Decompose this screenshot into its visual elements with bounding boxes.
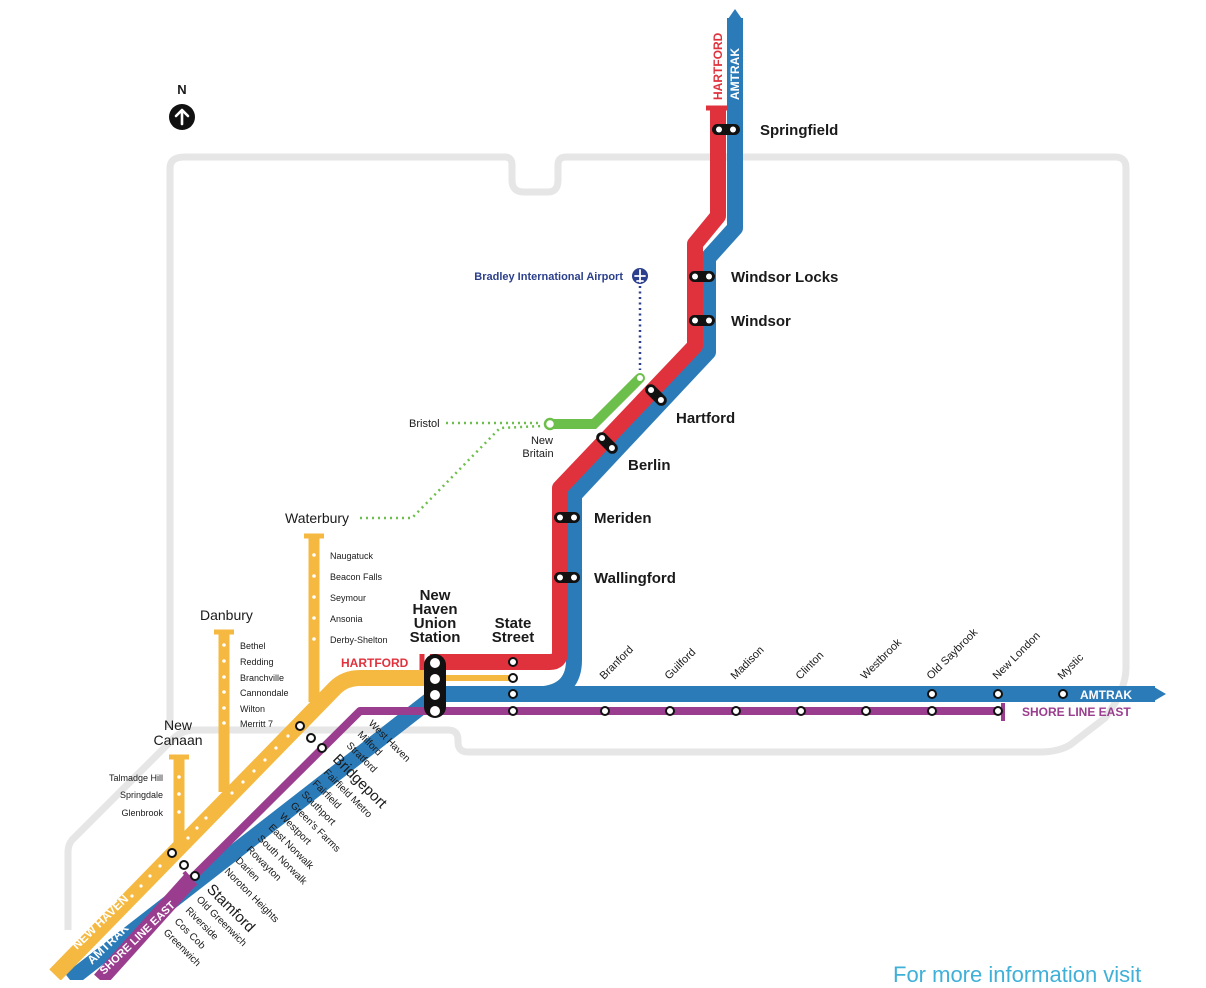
- svg-text:Haven: Haven: [412, 601, 457, 618]
- svg-text:Britain: Britain: [522, 448, 553, 460]
- shore-stop: Old Saybrook: [925, 626, 981, 682]
- station-wallingford: Wallingford: [594, 570, 676, 587]
- waterbury-connector: [360, 424, 543, 520]
- simple-stops: [167, 657, 1068, 881]
- station-bristol: Bristol: [409, 418, 440, 430]
- branch-stop: Naugatuck: [330, 551, 374, 561]
- station-danbury: Danbury: [200, 607, 253, 623]
- footer-info-text: For more information visit: [893, 962, 1142, 987]
- branch-stop: Cannondale: [240, 688, 289, 698]
- branch-stop: Glenbrook: [121, 808, 163, 818]
- branch-stop: Derby-Shelton: [330, 635, 388, 645]
- compass: N: [169, 82, 195, 130]
- compass-label: N: [177, 82, 186, 97]
- svg-text:New: New: [531, 435, 553, 447]
- hartford-line-label-north: HARTFORD: [711, 32, 725, 100]
- branch-stop: Ansonia: [330, 614, 363, 624]
- danbury-branch-labels: Bethel Redding Branchville Cannondale Wi…: [240, 641, 289, 729]
- shore-stop: Mystic: [1056, 651, 1087, 682]
- amtrak-north-arrow-icon: [728, 9, 742, 19]
- branch-stop: Beacon Falls: [330, 572, 383, 582]
- new-britain-stop: [543, 417, 557, 431]
- waterbury-branch-labels: Naugatuck Beacon Falls Seymour Ansonia D…: [330, 551, 388, 645]
- station-windsor-locks: Windsor Locks: [731, 269, 838, 286]
- station-berlin: Berlin: [628, 457, 671, 474]
- branch-stop: Redding: [240, 657, 274, 667]
- shore-stop: Guilford: [663, 646, 699, 682]
- branch-stop: Seymour: [330, 593, 366, 603]
- svg-text:New: New: [164, 717, 193, 733]
- shore-stop: Westbrook: [859, 636, 905, 682]
- amtrak-line-label-east: AMTRAK: [1080, 688, 1132, 702]
- station-springfield: Springfield: [760, 122, 838, 139]
- shore-stop: Clinton: [794, 649, 827, 682]
- shore-line-east-west: [94, 874, 196, 980]
- station-new-britain: New Britain: [522, 435, 553, 460]
- branch-stop: Talmadge Hill: [109, 773, 163, 783]
- hartford-line: [430, 108, 726, 670]
- svg-text:New: New: [420, 587, 451, 604]
- shore-stop: New London: [991, 630, 1043, 682]
- station-new-canaan: New Canaan: [153, 717, 202, 748]
- shore-line-east-label-east: SHORE LINE EAST: [1022, 705, 1131, 719]
- station-new-haven-union: New Haven Union Station: [410, 587, 461, 646]
- station-windsor: Windsor: [731, 313, 791, 330]
- hartford-line-label-south: HARTFORD: [341, 656, 409, 670]
- svg-text:Station: Station: [410, 629, 461, 646]
- new-haven-line: [49, 670, 432, 980]
- new-britain-branch: [545, 373, 645, 429]
- shore-line-east-line: [187, 707, 1003, 883]
- svg-text:Union: Union: [414, 615, 457, 632]
- branch-stop: Bethel: [240, 641, 266, 651]
- amtrak-east-arrow-icon: [1154, 687, 1166, 701]
- branch-stop: Wilton: [240, 704, 265, 714]
- shore-stop: Branford: [598, 644, 636, 682]
- shore-stop: Madison: [729, 644, 767, 682]
- airport-label: Bradley International Airport: [474, 271, 623, 283]
- station-meriden: Meriden: [594, 510, 652, 527]
- branch-stop: Springdale: [120, 790, 163, 800]
- branch-stop: Branchville: [240, 673, 284, 683]
- branch-stop-dots: [130, 553, 316, 898]
- interchange-stops: [424, 124, 740, 718]
- station-waterbury: Waterbury: [285, 510, 349, 526]
- svg-text:State: State: [495, 615, 532, 632]
- svg-text:Canaan: Canaan: [153, 732, 202, 748]
- station-hartford: Hartford: [676, 410, 735, 427]
- new-canaan-branch-labels: Talmadge Hill Springdale Glenbrook: [109, 773, 164, 818]
- branch-stop: Merritt 7: [240, 719, 273, 729]
- amtrak-line-label-north: AMTRAK: [728, 48, 742, 100]
- station-state-street: State Street: [492, 615, 535, 646]
- svg-text:Street: Street: [492, 629, 535, 646]
- shore-stop-labels: Branford Guilford Madison Clinton Westbr…: [598, 626, 1087, 682]
- new-haven-line-stop-labels: West Haven Milford Stratford Fairfield M…: [161, 718, 412, 969]
